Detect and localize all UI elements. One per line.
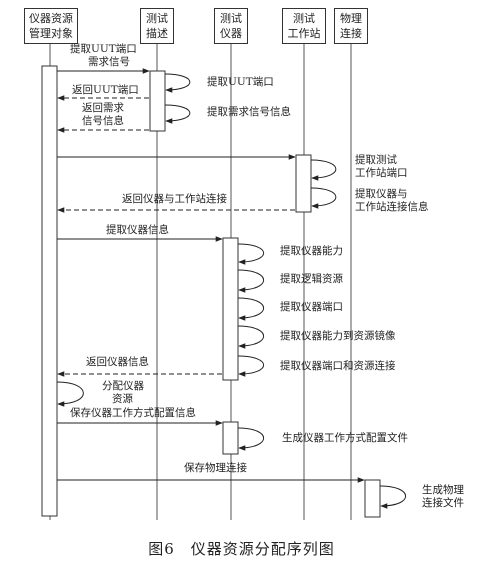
message-text: 提取逻辑资源 [280, 273, 343, 285]
activation-desc-1 [149, 70, 166, 132]
message-label-m3: 返回UUT端口 [72, 84, 139, 97]
message-label-m8: 返回仪器与工作站连接 [122, 193, 227, 206]
participant-desc-line1: 测试 [146, 12, 168, 25]
message-text: 提取测试 [355, 154, 397, 166]
participant-irm-line1: 仪器资源 [29, 12, 73, 25]
message-label-m7: 提取仪器与工作站连接信息 [355, 188, 429, 214]
participant-irm-line2: 管理对象 [29, 27, 73, 40]
message-label-m11: 提取逻辑资源 [280, 273, 343, 286]
participant-ws-line2: 工作站 [287, 27, 321, 40]
message-text: 保存物理连接 [184, 462, 247, 474]
message-text: 资源 [112, 393, 133, 405]
arrow-m2 [164, 73, 191, 93]
message-label-m15: 返回仪器信息 [86, 356, 149, 369]
participant-ws-line1: 测试 [293, 12, 315, 25]
message-text: 提取仪器端口 [280, 301, 343, 313]
arrow-m7 [310, 187, 337, 209]
message-label-m18: 生成仪器工作方式配置文件 [282, 432, 408, 445]
message-label-m5: 返回需求信号信息 [82, 102, 124, 128]
message-label-m9: 提取仪器信息 [106, 224, 169, 237]
participant-ws: 测试工作站 [282, 8, 326, 44]
message-text: 提取UUT端口 [207, 76, 274, 88]
participant-inst-line2: 仪器 [220, 27, 242, 40]
arrow-m4 [164, 104, 191, 124]
message-label-m13: 提取仪器能力到资源镜像 [280, 330, 396, 343]
message-text: 需求信号 [88, 56, 130, 68]
message-text: 工作站连接信息 [355, 201, 429, 213]
arrow-m11 [237, 269, 265, 293]
message-text: 返回仪器与工作站连接 [122, 193, 227, 205]
activation-inst-1 [222, 237, 239, 381]
message-label-m10: 提取仪器能力 [280, 245, 343, 258]
message-text: 信号信息 [82, 115, 124, 127]
message-label-m12: 提取仪器端口 [280, 301, 343, 314]
participant-inst: 测试仪器 [214, 8, 248, 44]
message-label-m2: 提取UUT端口 [207, 76, 274, 89]
message-label-m20: 生成物理连接文件 [422, 484, 464, 510]
message-text: 提取需求信号信息 [207, 106, 291, 118]
message-label-m17: 保存仪器工作方式配置信息 [70, 407, 196, 420]
message-text: 返回需求 [82, 102, 124, 114]
arrow-m10 [237, 243, 265, 265]
message-text: 提取仪器能力到资源镜像 [280, 330, 396, 342]
message-text: 返回仪器信息 [86, 356, 149, 368]
message-label-m6: 提取测试工作站端口 [355, 154, 408, 180]
activation-irm [41, 65, 58, 517]
message-text: 生成物理 [422, 484, 464, 496]
message-text: 提取UUT端口 [70, 43, 137, 55]
message-text: 提取仪器与 [355, 188, 408, 200]
participant-irm: 仪器资源管理对象 [24, 8, 78, 44]
arrow-m18 [237, 427, 265, 451]
participant-phys: 物理连接 [334, 8, 368, 44]
arrow-m16 [56, 381, 84, 407]
figure-caption: 图6 仪器资源分配序列图 [148, 540, 335, 558]
participant-inst-line1: 测试 [220, 12, 242, 25]
message-text: 连接文件 [422, 497, 464, 509]
participant-phys-line1: 物理 [340, 12, 362, 25]
activation-ws-1 [295, 154, 312, 213]
activation-inst-2 [222, 421, 239, 455]
message-label-m4: 提取需求信号信息 [207, 106, 291, 119]
arrow-m14 [237, 355, 265, 377]
arrow-m12 [237, 297, 265, 321]
message-text: 返回UUT端口 [72, 84, 139, 96]
arrow-m6 [310, 159, 337, 181]
message-text: 工作站端口 [355, 167, 408, 179]
message-text: 提取仪器信息 [106, 224, 169, 236]
arrow-m13 [237, 325, 265, 349]
message-label-m1: 提取UUT端口需求信号 [70, 43, 137, 69]
participant-desc: 测试描述 [140, 8, 174, 44]
activation-phys-1 [364, 479, 381, 518]
message-text: 分配仪器 [102, 380, 144, 392]
message-label-m19: 保存物理连接 [184, 462, 247, 475]
message-label-m14: 提取仪器端口和资源连接 [280, 360, 396, 373]
message-text: 提取仪器端口和资源连接 [280, 360, 396, 372]
message-text: 生成仪器工作方式配置文件 [282, 432, 408, 444]
participant-phys-line2: 连接 [340, 27, 362, 40]
message-text: 提取仪器能力 [280, 245, 343, 257]
participant-desc-line2: 描述 [146, 27, 168, 40]
arrow-m20 [379, 485, 407, 509]
message-label-m16: 分配仪器资源 [102, 380, 144, 406]
message-text: 保存仪器工作方式配置信息 [70, 407, 196, 419]
